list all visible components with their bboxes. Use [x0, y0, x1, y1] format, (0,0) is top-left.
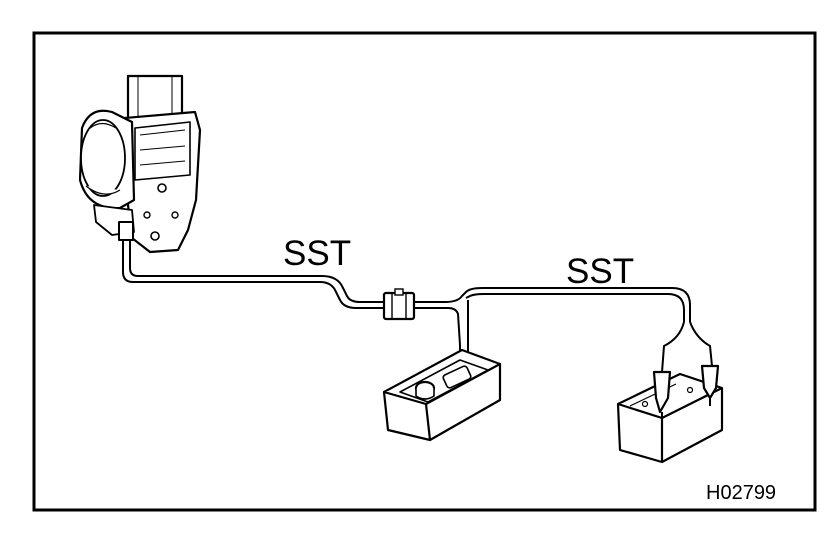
- seat-belt-retractor: [78, 74, 202, 254]
- battery-clip-positive: [700, 364, 720, 400]
- sst-harness-right: [414, 287, 713, 373]
- sst-tester-box: [382, 348, 502, 442]
- sst-connector: [382, 288, 416, 321]
- battery: [616, 364, 724, 464]
- sst-harness-left: [122, 240, 385, 309]
- figure-code: H02799: [706, 482, 776, 504]
- battery-clip-negative: [652, 370, 672, 414]
- sst-label-right: SST: [566, 252, 634, 291]
- retractor-connector: [118, 221, 134, 241]
- sst-label-left: SST: [283, 234, 351, 273]
